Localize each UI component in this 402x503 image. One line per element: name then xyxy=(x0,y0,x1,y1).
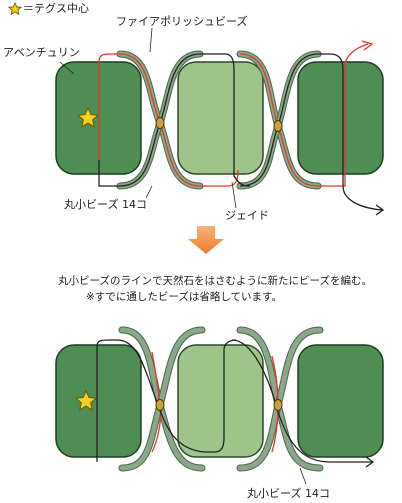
top-fire-polish-bead-2 xyxy=(273,120,283,132)
bottom-fire-polish-bead-1 xyxy=(155,399,165,411)
top-aventurine-stone-right xyxy=(297,61,384,175)
top-center-star-icon xyxy=(76,106,100,128)
legend-star-label: ＝テグス中心 xyxy=(23,2,89,15)
top-fire-polish-beads xyxy=(155,117,283,132)
bottom-aventurine-stone-left xyxy=(55,344,142,458)
jade-label: ジェイド xyxy=(225,209,269,222)
fire-polish-label: ファイアポリッシュビーズ xyxy=(116,15,248,28)
instruction-line-2: ※すでに通したビーズは省略しています。 xyxy=(86,291,283,303)
round-beads-top-label: 丸小ビーズ 14コ xyxy=(64,198,147,211)
bottom-aventurine-stone-right xyxy=(297,344,384,458)
top-fire-polish-bead-1 xyxy=(155,117,165,129)
legend-star-icon xyxy=(7,1,23,16)
bottom-fire-polish-beads xyxy=(155,399,283,411)
top-jade-stone xyxy=(177,61,264,175)
top-stones xyxy=(55,61,384,175)
bottom-stones xyxy=(55,344,384,458)
top-black-thread xyxy=(98,53,385,216)
down-arrow-icon xyxy=(188,226,224,254)
bottom-jade-stone xyxy=(177,344,264,458)
bottom-fire-polish-bead-2 xyxy=(273,399,283,411)
bottom-center-star-icon xyxy=(74,389,98,411)
aventurine-label: アベンチュリン xyxy=(3,46,80,59)
instruction-line-1: 丸小ビーズのラインで天然石をはさむように新たにビーズを編む。 xyxy=(58,275,372,287)
top-leader-lines xyxy=(59,27,237,209)
bottom-leader-line xyxy=(299,467,307,485)
round-beads-bottom-label: 丸小ビーズ 14コ xyxy=(247,487,330,500)
